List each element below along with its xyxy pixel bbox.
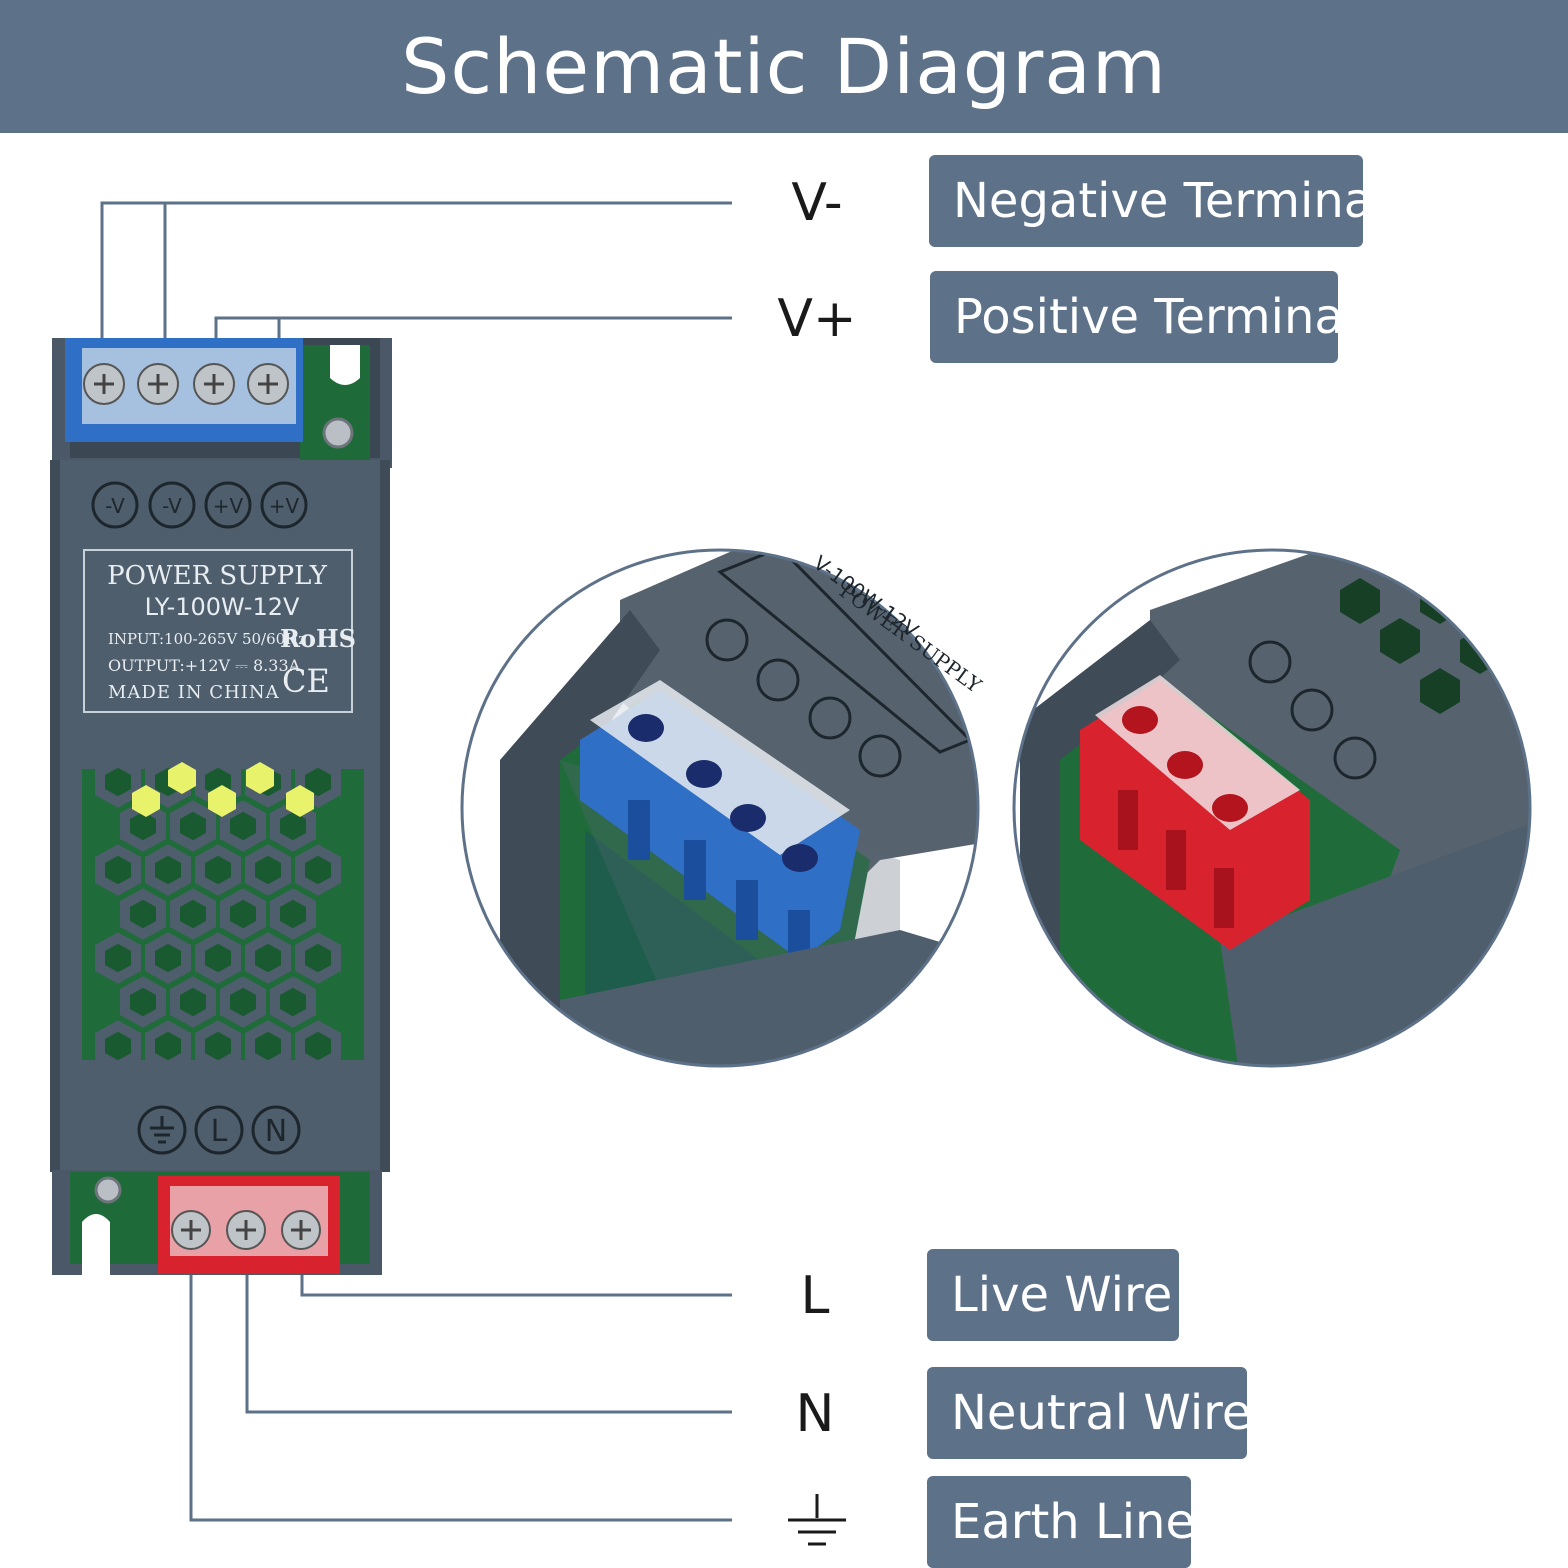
bottom-polarity-markings — [137, 1105, 301, 1155]
psu-origin: MADE IN CHINA — [108, 682, 280, 703]
neutral-marking — [251, 1105, 301, 1155]
label-negative-terminal: Negative Termina — [929, 155, 1373, 247]
top-screws — [83, 363, 289, 405]
symbol-v-minus: V- — [791, 173, 843, 233]
symbol-neutral: N — [795, 1384, 835, 1444]
title-bar: Schematic Diagram — [0, 0, 1568, 133]
zoom-red-terminals — [1012, 548, 1532, 1068]
leader-line-v-minus — [100, 201, 732, 345]
top-polarity-markings — [91, 481, 308, 529]
grille-holes — [95, 756, 341, 1072]
psu-input: INPUT:100-265V 50/60Hz — [108, 630, 306, 648]
leader-line-v-plus — [214, 316, 732, 345]
leader-line-earth — [189, 1268, 732, 1522]
psu-model: LY-100W-12V — [145, 593, 300, 621]
leader-line-live — [300, 1268, 732, 1297]
page-title: Schematic Diagram — [401, 22, 1167, 111]
marking-neutral: N — [265, 1114, 287, 1149]
earth-icon — [788, 1494, 846, 1546]
earth-marking — [137, 1105, 187, 1155]
label-neutral-wire: Neutral Wire — [927, 1367, 1251, 1459]
label-live-wire: Live Wire — [927, 1249, 1179, 1341]
marking-1: -V — [105, 494, 125, 518]
label-positive-terminal: Positive Termina — [930, 271, 1344, 363]
leader-lines — [100, 201, 732, 1522]
bottom-screws — [171, 1210, 321, 1250]
marking-live: L — [211, 1114, 228, 1149]
label-earth-line: Earth Line — [927, 1476, 1195, 1568]
live-marking — [194, 1105, 244, 1155]
psu-label-plate — [83, 549, 353, 713]
symbol-live: L — [800, 1266, 830, 1326]
psu-rohs: RoHS — [280, 624, 356, 653]
marking-4: +V — [269, 494, 300, 518]
symbol-v-plus: V+ — [777, 289, 857, 349]
marking-3: +V — [213, 494, 244, 518]
leader-line-neutral — [245, 1268, 732, 1414]
grille-components — [132, 762, 314, 817]
psu-ce: CE — [282, 662, 330, 700]
ventilation-grille — [82, 755, 364, 1075]
power-supply-unit: -V -V +V +V POWER SUPPLY LY-100W-12V INP… — [50, 338, 392, 1275]
marking-2: -V — [162, 494, 182, 518]
psu-output: OUTPUT:+12V ⎓ 8.33A — [108, 656, 301, 675]
zoom-blue-terminals: POWER SUPPLY V-100W-12V — [460, 548, 987, 1068]
psu-heading: POWER SUPPLY — [107, 561, 328, 591]
